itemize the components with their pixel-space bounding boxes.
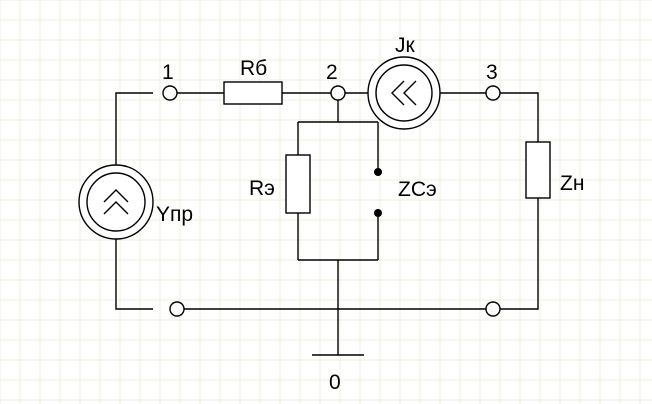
impedance-zn (525, 141, 551, 199)
terminal-node-1 (162, 85, 178, 101)
label-zn: Zн (560, 172, 584, 195)
label-node-1: 1 (162, 61, 174, 84)
current-source-jk (367, 56, 441, 130)
label-jk: Jк (395, 34, 416, 57)
label-node-2: 2 (326, 61, 338, 84)
label-zce: ZCэ (398, 178, 437, 201)
label-ypr: Yпр (156, 203, 193, 226)
resistor-re (285, 154, 311, 214)
terminal-bottom-left (169, 301, 185, 317)
terminal-node-3 (485, 85, 501, 101)
label-re: Rэ (249, 177, 275, 200)
label-node-0: 0 (329, 371, 341, 394)
resistor-rb (223, 81, 283, 105)
terminal-bottom-right (485, 301, 501, 317)
terminal-node-2 (330, 85, 346, 101)
label-rb: Rб (240, 57, 267, 80)
wires (115, 92, 539, 356)
source-ypr (78, 164, 154, 240)
terminals (162, 85, 501, 317)
label-node-3: 3 (486, 61, 498, 84)
capacitor-zce-top-plate (374, 168, 382, 176)
capacitor-zce-bottom-plate (374, 209, 382, 217)
